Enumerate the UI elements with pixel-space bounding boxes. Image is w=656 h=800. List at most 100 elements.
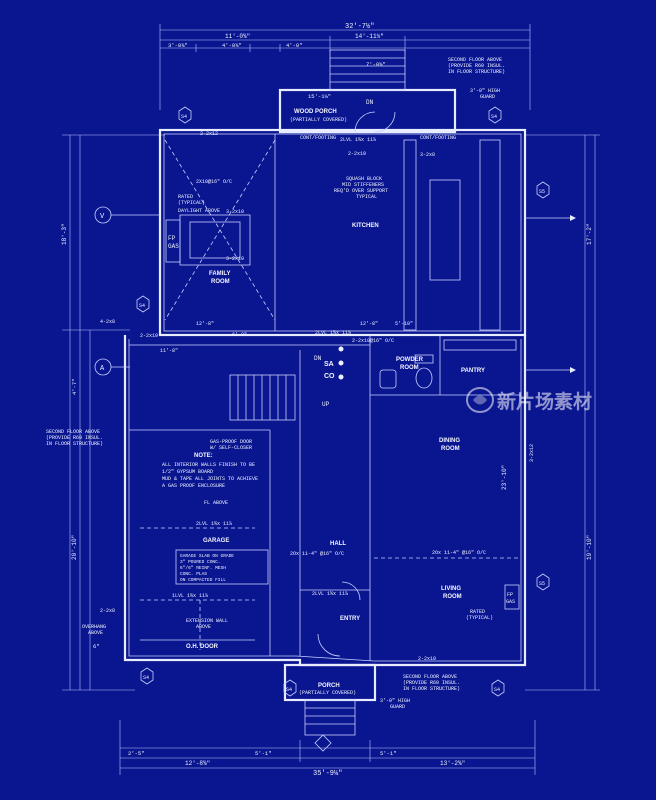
family-label: FAMILY	[209, 271, 230, 277]
hex-marker-icon	[140, 667, 154, 685]
dim-top-b: 3'-0⅜"	[168, 42, 188, 49]
overhang-note: OVERHANG	[82, 624, 106, 630]
dining-label: DINING	[439, 438, 460, 444]
mid-b: 6'-8"	[232, 332, 247, 338]
outer-notes: SECOND FLOOR ABOVE (PROVIDE R60 INSUL. I…	[46, 57, 505, 636]
mid-a: 12'-8"	[360, 321, 378, 327]
beam-mid: 2LVL 1¾x 11⅞	[340, 137, 376, 143]
slab-1: GARAGE SLAB ON GRADE	[180, 553, 234, 559]
porch-label: PORCH	[318, 683, 340, 689]
slab-4: CONC. PLAS	[180, 571, 207, 577]
dim-bottom-c: 2'-5"	[128, 750, 145, 757]
dim-top-porch: 14'-11¼"	[355, 33, 384, 40]
rated-liv-2: (TYPICAL)	[466, 615, 493, 621]
overhang-note-2: ABOVE	[88, 630, 103, 636]
dim-bottom-overall: 35'-9⅛"	[313, 770, 342, 778]
dim-right-a: 17'-2"	[586, 223, 593, 245]
dim-top-f: 15'-1⅛"	[308, 93, 331, 100]
guard-top: 3'-0" HIGH	[470, 88, 500, 94]
beam-top: 2X10@16" O/C	[196, 179, 232, 185]
guard-bottom: 3'-0" HIGH	[380, 698, 410, 704]
hex-marker-icon	[178, 106, 192, 124]
dim-top-c: 4'-0⅜"	[222, 42, 242, 49]
squash-note: SQUASH BLOCK	[346, 176, 382, 182]
fireplace-living	[504, 584, 520, 610]
note-bottom-2: (PROVIDE R60 INSUL.	[403, 680, 460, 686]
beam-gar: 2LVL 1¾x 11⅞	[196, 521, 232, 527]
dim-right-b: 19'-10"	[586, 535, 593, 560]
kitchen-label: KITCHEN	[352, 223, 379, 229]
kitchen-counter-left	[403, 139, 417, 331]
rated-note: RATED	[178, 194, 193, 200]
dining-label-2: ROOM	[441, 446, 460, 452]
dim-left-b: 20'-10"	[71, 535, 78, 560]
oh-door: O.H. DOOR	[186, 644, 219, 650]
kitchen-island	[429, 179, 461, 281]
entry-label: ENTRY	[340, 616, 360, 622]
mid-c: 5'-10"	[395, 321, 413, 327]
beam-hall: 2Ox 11-4" @16" O/C	[290, 551, 344, 557]
gas-label: GAS	[168, 243, 179, 250]
pantry-label: PANTRY	[461, 368, 485, 374]
note-line-4: A GAS PROOF ENCLOSURE	[162, 483, 225, 489]
note-line-1: ALL INTERIOR WALLS FINISH TO BE	[162, 462, 255, 468]
porch-steps	[329, 49, 406, 91]
hex-marker-icon	[536, 181, 550, 199]
note-top-1: SECOND FLOOR ABOVE	[448, 57, 502, 63]
note-bottom-1: SECOND FLOOR ABOVE	[403, 674, 457, 680]
living-label: LIVING	[441, 586, 461, 592]
beam-mid-2: 2-2x10@16" O/C	[352, 338, 394, 344]
section-markers: S4 S4 S4 S5 S5 S4 S4 S4 V A	[94, 106, 576, 752]
stairs	[229, 374, 296, 421]
wood-porch-label: WOOD PORCH	[294, 109, 337, 115]
hex-marker-icon	[136, 295, 150, 313]
detector-icon	[338, 346, 344, 352]
front-porch: PORCH (PARTIALLY COVERED) SECOND FLOOR A…	[283, 663, 460, 736]
hdr-h: 2-2x10	[348, 151, 366, 157]
mid-d: 11'-8"	[160, 348, 178, 354]
note-top-2: (PROVIDE R60 INSUL.	[448, 63, 505, 69]
hdr-e: 3-2x8	[420, 152, 435, 158]
fl-above: FL ABOVE	[204, 500, 228, 506]
ceiling-diagonal	[164, 139, 276, 321]
stair-up: UP	[322, 401, 330, 408]
watermark-logo-icon	[466, 387, 494, 413]
hall-label: HALL	[330, 541, 346, 547]
wood-porch-dn: DN	[366, 99, 374, 106]
dim-bottom-e: 5'-1"	[380, 750, 397, 757]
marker-s4-4: S4	[143, 675, 149, 681]
porch-sub: (PARTIALLY COVERED)	[299, 690, 356, 696]
cont-label-2: CONT/FOOTING	[420, 135, 456, 141]
dim-bottom-b: 13'-2⅝"	[440, 760, 465, 767]
beam-mid-3: 2LVL 1¾x 11⅞	[315, 330, 351, 336]
toilet-tank	[414, 354, 434, 364]
upper-interior: FP GAS FAMILY ROOM RATED (TYPICAL) DAYLI…	[100, 131, 501, 338]
diamond-marker-icon	[314, 734, 332, 752]
door-swing	[354, 111, 396, 133]
porch-steps	[304, 699, 356, 736]
wood-porch: WOOD PORCH (PARTIALLY COVERED) DN	[278, 49, 457, 134]
squash-note-2: MID STIFFENERS	[342, 182, 384, 188]
powder-label-2: ROOM	[400, 365, 419, 371]
hdr-c: 2-2x10	[140, 333, 158, 339]
note-line-2: 1/2" GYPSUM BOARD	[162, 469, 213, 475]
note-left-2: (PROVIDE R60 INSUL.	[46, 435, 103, 441]
top-dimensions: 32'-7½" 14'-11¼" 11'-0⅝" 3'-0⅜" 4'-0⅜" 4…	[159, 22, 531, 110]
garage-label: GARAGE	[203, 538, 229, 544]
mid-a-left: 12'-8"	[196, 321, 214, 327]
arrow-icon	[570, 367, 576, 373]
dim-bottom-a: 12'-8⅝"	[185, 760, 210, 767]
dim-top-overall: 32'-7½"	[345, 22, 374, 31]
kitchen-counter	[479, 139, 501, 331]
beam-hall-2: 2LVL 1¾x 11⅞	[312, 591, 348, 597]
middle-band: DN UP SA CO 2-2x10@16" O/C 2LVL 1¾x 11⅞ …	[129, 330, 521, 451]
squash-note-3: REQ'D OVER SUPPORT	[334, 188, 388, 194]
powder-label: POWDER	[396, 357, 424, 363]
rated-note-2: (TYPICAL)	[178, 200, 205, 206]
side-dimensions: 18'-3" 20'-10" 4'-7" 6" 17'-2" 19'-10"	[61, 134, 600, 691]
gas-door-note: GAS-PROOF DOOR	[210, 439, 252, 445]
slab-2: 3" POURED CONC.	[180, 559, 221, 565]
marker-s4-6: S4	[286, 687, 292, 693]
